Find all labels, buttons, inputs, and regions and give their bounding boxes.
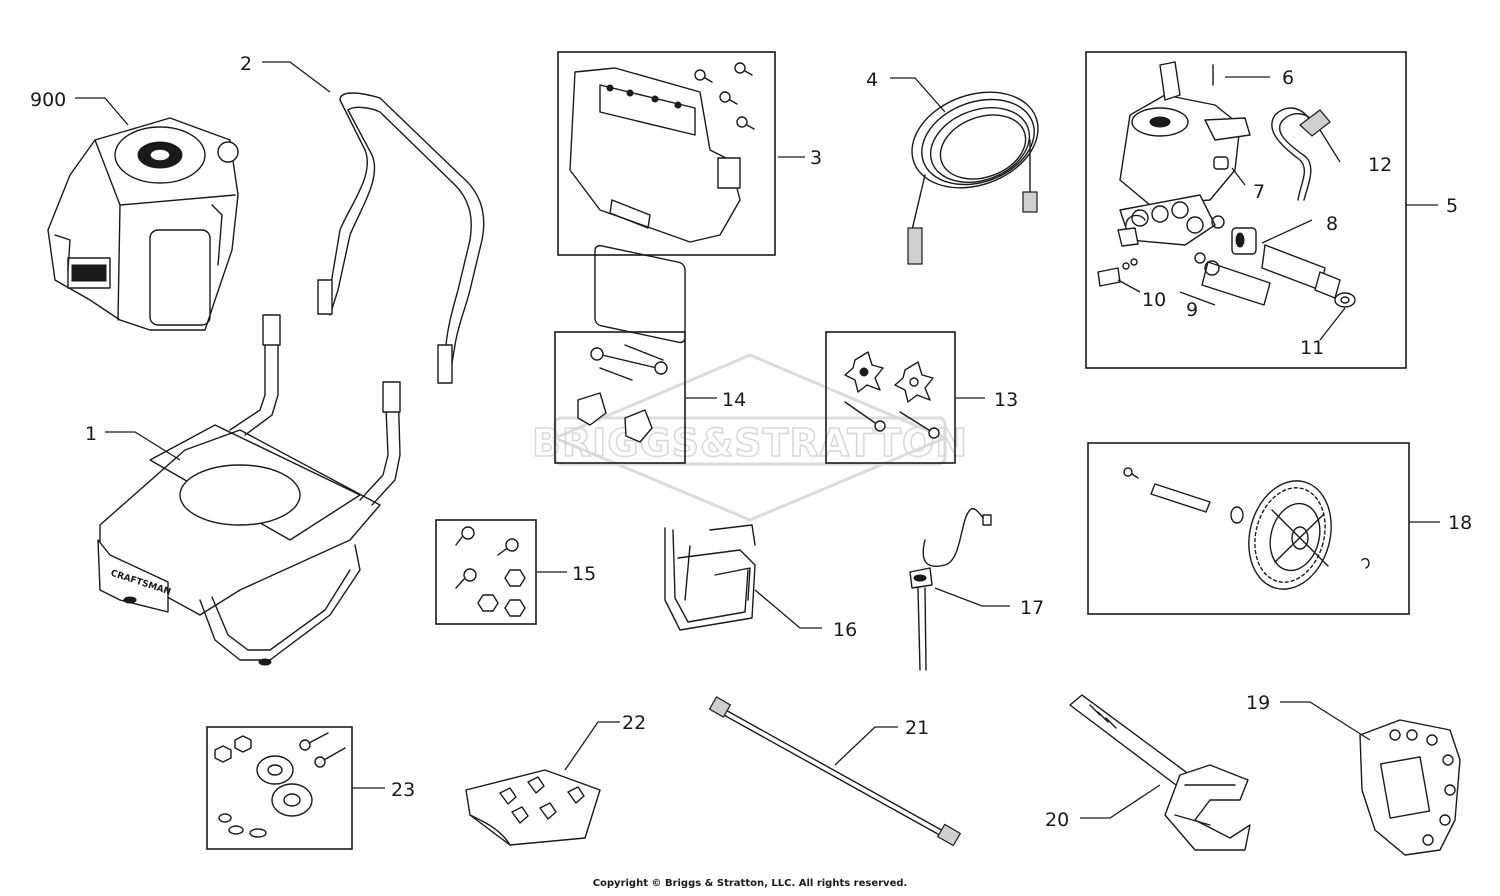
callout-12: 12	[1368, 154, 1392, 176]
callout-9: 9	[1186, 299, 1198, 321]
part-nozzle-pack[interactable]	[465, 769, 601, 846]
part-unloader-8[interactable]	[1211, 215, 1341, 299]
callout-17: 17	[1020, 597, 1044, 619]
part-detergent-tube[interactable]	[909, 508, 992, 671]
callout-13: 13	[994, 389, 1018, 411]
box-hardware	[435, 519, 537, 625]
box-knob-kit	[825, 331, 956, 464]
part-wheel-kit[interactable]	[1123, 467, 1370, 598]
part-control-panel[interactable]	[569, 62, 755, 344]
callout-900: 900	[30, 89, 66, 111]
part-bolt-kit[interactable]	[577, 344, 668, 443]
part-nozzle-holder[interactable]	[664, 524, 756, 631]
watermark-text: BRIGGS&STRATTON	[532, 421, 968, 465]
callout-3: 3	[810, 147, 822, 169]
callout-15: 15	[572, 563, 596, 585]
pump-plug-7	[1213, 156, 1229, 170]
copyright-notice: Copyright © Briggs & Stratton, LLC. All …	[592, 878, 908, 889]
callout-16: 16	[833, 619, 857, 641]
part-hose[interactable]	[899, 75, 1052, 265]
callout-2: 2	[240, 53, 252, 75]
callout-5: 5	[1446, 195, 1458, 217]
screw-set	[694, 62, 755, 130]
brand-watermark: BRIGGS&STRATTON	[531, 353, 968, 522]
callout-21: 21	[905, 717, 929, 739]
part-spray-lance[interactable]	[708, 696, 962, 847]
box-bolt-kit	[554, 331, 686, 464]
callout-4: 4	[866, 69, 878, 91]
callout-8: 8	[1326, 213, 1338, 235]
callout-23: 23	[391, 779, 415, 801]
callout-14: 14	[722, 389, 746, 411]
part-hose-12[interactable]	[1271, 107, 1331, 201]
part-spray-gun[interactable]	[1069, 694, 1251, 851]
part-oring-11[interactable]	[1334, 292, 1356, 308]
part-hose-reel-mount[interactable]	[1359, 719, 1461, 856]
part-pump[interactable]	[1117, 61, 1251, 247]
part-repair-kit[interactable]	[214, 732, 346, 838]
callout-7: 7	[1253, 181, 1265, 203]
callout-18: 18	[1448, 512, 1472, 534]
part-valve-9[interactable]	[1194, 252, 1271, 306]
callout-1: 1	[85, 423, 97, 445]
part-fitting-10[interactable]	[1097, 258, 1138, 287]
part-hardware[interactable]	[455, 526, 526, 617]
box-control-panel	[557, 51, 776, 256]
box-pump	[1085, 51, 1407, 369]
callout-11: 11	[1300, 337, 1324, 359]
part-engine[interactable]	[47, 117, 239, 331]
callout-labels: 900 2 1 3 4 5 6 7 8 9 10 11 12 13 14 15 …	[30, 53, 1472, 831]
callout-20: 20	[1045, 809, 1069, 831]
callout-19: 19	[1246, 692, 1270, 714]
callout-6: 6	[1282, 67, 1294, 89]
part-knob-kit[interactable]	[844, 351, 940, 439]
callout-10: 10	[1142, 289, 1166, 311]
leader-lines	[75, 61, 1440, 819]
part-handle[interactable]	[317, 92, 485, 384]
callout-22: 22	[622, 712, 646, 734]
box-wheel-kit	[1087, 442, 1410, 615]
part-frame[interactable]: CRAFTSMAN	[97, 314, 401, 666]
